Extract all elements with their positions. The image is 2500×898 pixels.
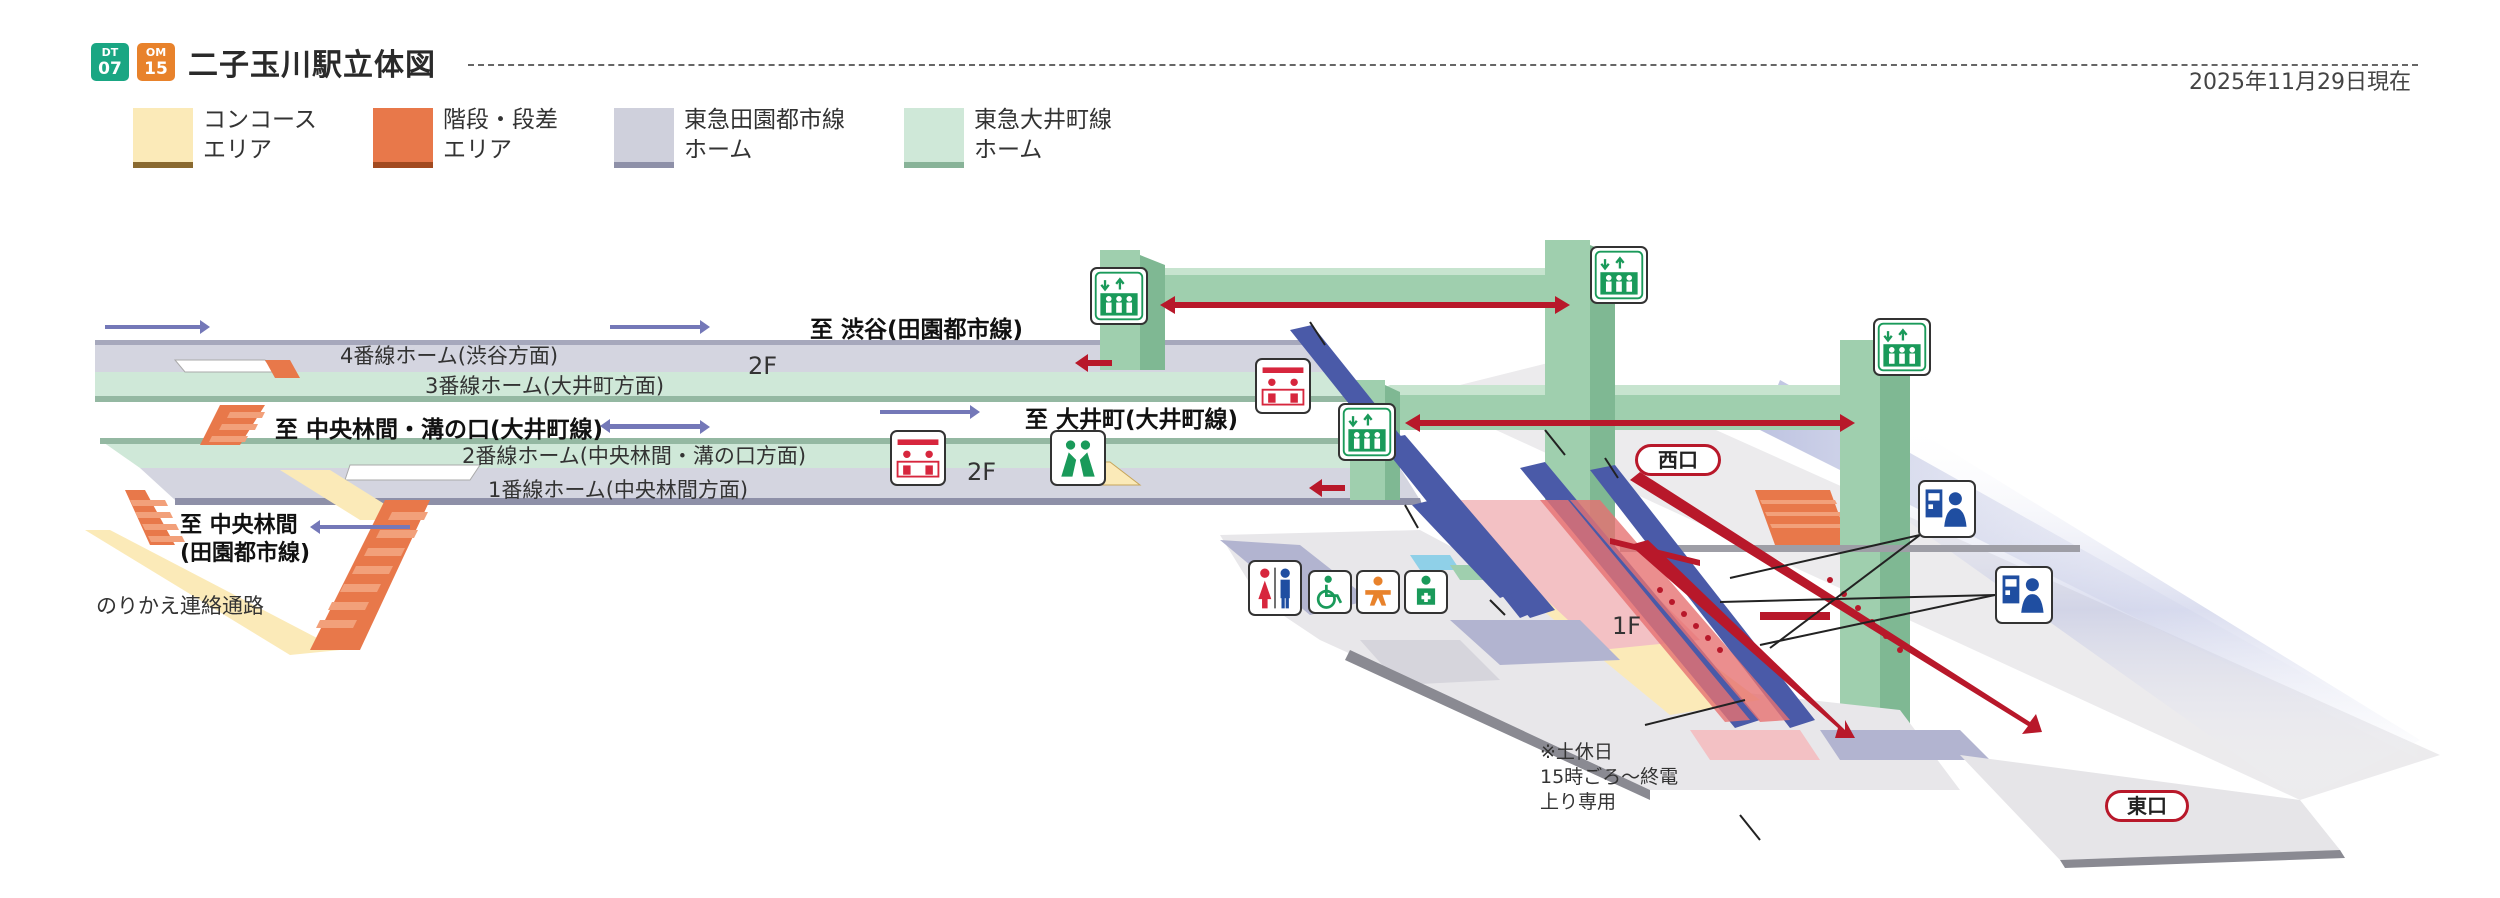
weekend-note: ※土休日 15時ごろ～終電 上り専用 — [1540, 741, 1679, 813]
exit-east[interactable]: 東口 — [2105, 790, 2189, 822]
legend-label-denentoshi: 東急田園都市線 ホーム — [684, 107, 845, 163]
elevator-icon[interactable] — [1090, 267, 1148, 325]
label-to-oimachi: 至 大井町(大井町線) — [1025, 407, 1239, 433]
bridge-upper-top — [1120, 268, 1610, 275]
label-transfer-passage: のりかえ連絡通路 — [96, 594, 264, 618]
pillar-4 — [1840, 340, 1880, 730]
stairs-east — [1755, 490, 1850, 545]
label-floor-1f: 1F — [1612, 612, 1642, 640]
void-upper — [173, 359, 277, 373]
line-badge-dt: DT 07 — [91, 43, 129, 81]
stairs-transfer-lower — [310, 500, 430, 650]
ticket-machine-icon[interactable] — [1995, 566, 2053, 624]
platform-3 — [95, 372, 1360, 398]
stairs-left — [125, 490, 185, 545]
legend-label-oimachi: 東急大井町線 ホーム — [974, 107, 1112, 163]
ticket-gate-icon[interactable] — [890, 430, 946, 486]
platform-4 — [95, 342, 1340, 372]
label-to-chuo-mizonokuchi: 至 中央林間・溝の口(大井町線) — [275, 417, 604, 443]
wheelchair-icon[interactable] — [1308, 570, 1352, 614]
elevator-icon[interactable] — [1590, 246, 1648, 304]
elevator-icon[interactable] — [1873, 318, 1931, 376]
restroom-icon[interactable] — [1248, 560, 1302, 616]
label-platform-3: 3番線ホーム(大井町方面) — [425, 374, 665, 398]
concourse-1f-edge — [1345, 650, 1650, 800]
platform-3-edge — [95, 396, 1362, 402]
direction-arrows — [105, 320, 980, 534]
label-to-chuo-denentoshi: 至 中央林間 (田園都市線) — [180, 513, 311, 566]
concourse-1f-cyan — [1410, 555, 1460, 570]
legend-swatch-denentoshi-edge — [614, 162, 674, 168]
label-floor-2f-upper: 2F — [748, 352, 778, 380]
title-divider — [468, 64, 2418, 66]
legend-swatch-stairs-edge — [373, 162, 433, 168]
legend-swatch-oimachi-edge — [904, 162, 964, 168]
bridge-upper — [1120, 275, 1600, 305]
blue-haze-2 — [1850, 420, 2420, 800]
route-arrows — [1075, 296, 2042, 738]
label-floor-2f-lower: 2F — [967, 458, 997, 486]
line-badge-om: OM 15 — [137, 43, 175, 81]
west-ground-stripe — [1620, 545, 2080, 552]
escalator-steps — [1540, 500, 1790, 722]
stairs-upper-mid — [265, 360, 300, 378]
concourse-1f-purple-2 — [1820, 730, 1990, 760]
legend-swatch-stairs — [373, 108, 433, 166]
multipurpose-toilet-icon[interactable] — [1404, 570, 1448, 614]
platform-1-edge — [175, 498, 1422, 505]
label-platform-1: 1番線ホーム(中央林間方面) — [488, 478, 749, 502]
concourse-1f-pink-2 — [1690, 730, 1820, 760]
label-platform-4: 4番線ホーム(渋谷方面) — [340, 344, 559, 368]
stairs-upper-left — [200, 405, 265, 445]
east-exit-edge — [2060, 850, 2345, 868]
ticket-machine-icon[interactable] — [1918, 480, 1976, 538]
label-to-shibuya: 至 渋谷(田園都市線) — [810, 317, 1024, 343]
as-of-date: 2025年11月29日現在 — [2189, 70, 2411, 95]
baby-room-icon[interactable] — [1356, 570, 1400, 614]
bridge-lower-top — [1370, 385, 1875, 395]
ticket-gate-icon[interactable] — [1255, 358, 1311, 414]
void-lower — [344, 464, 481, 481]
legend-swatch-concourse-edge — [133, 162, 193, 168]
exit-west[interactable]: 西口 — [1635, 444, 1721, 476]
transfer-passage-2 — [280, 470, 410, 520]
label-platform-2: 2番線ホーム(中央林間・溝の口方面) — [462, 444, 807, 468]
legend-swatch-oimachi — [904, 108, 964, 166]
legend-label-concourse: コンコース エリア — [203, 107, 317, 163]
legend-label-stairs: 階段・段差 エリア — [443, 107, 558, 163]
legend-swatch-concourse — [133, 108, 193, 166]
legend-swatch-denentoshi — [614, 108, 674, 166]
concourse-1f-purple-3 — [1450, 620, 1620, 665]
platform-4-edge — [95, 340, 1312, 345]
page-title: 二子玉川駅立体図 — [188, 48, 436, 83]
elevator-icon[interactable] — [1338, 403, 1396, 461]
transfer-passage — [85, 530, 340, 655]
leader-lines — [1309, 321, 1996, 841]
platform-2-edge — [100, 438, 1352, 444]
transfer-gate-icon[interactable] — [1050, 430, 1106, 486]
